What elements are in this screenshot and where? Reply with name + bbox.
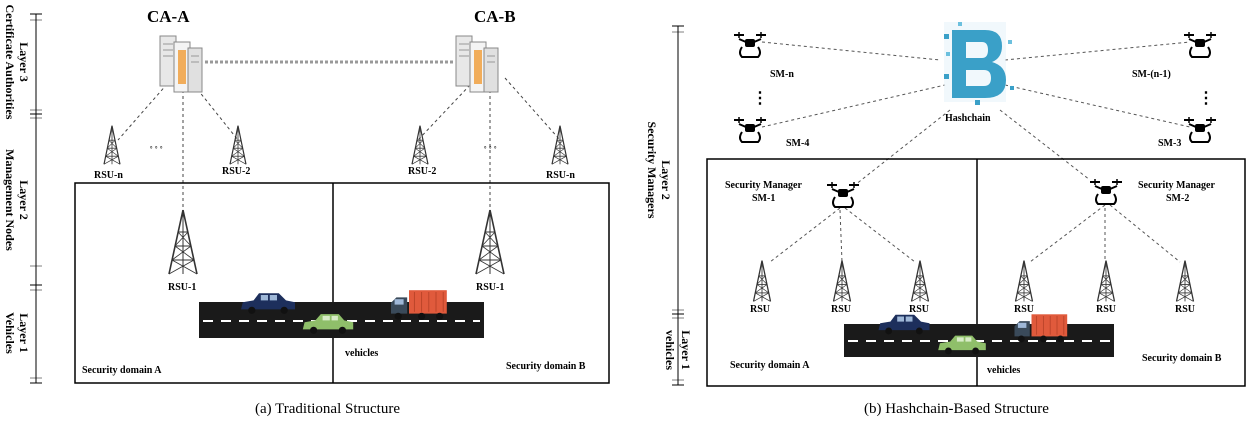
rsu-1-right-tower-icon: [475, 209, 505, 275]
caption-b: (b) Hashchain-Based Structure: [864, 401, 1049, 417]
drone-sm-n-icon: [733, 31, 767, 58]
rsu-b6-label: RSU: [1175, 304, 1195, 315]
caption-a: (a) Traditional Structure: [255, 401, 400, 417]
drone-sm-4-icon: [733, 116, 767, 143]
sm2-id: SM-2: [1166, 193, 1189, 204]
sm2-title: Security Manager: [1138, 180, 1215, 191]
layer2-title-b: Layer 2: [659, 160, 673, 199]
sm1-id: SM-1: [752, 193, 775, 204]
rsu-b5-label: RSU: [1096, 304, 1116, 315]
drone-sm-3-icon: [1183, 116, 1217, 143]
ca-b-label: CA-B: [474, 7, 516, 26]
rsu-n-left-tower-icon: [103, 125, 121, 165]
rsu-2-right-tower-icon: [411, 125, 429, 165]
domain-a-label-b: Security domain A: [730, 360, 810, 371]
dots-left-b: ⋮: [752, 90, 768, 107]
sm-n-label: SM-n: [770, 69, 794, 80]
sm1-title: Security Manager: [725, 180, 802, 191]
rsu-n-right-tower-icon: [551, 125, 569, 165]
rsu-2-right-label: RSU-2: [408, 166, 436, 177]
layer3-subtitle-a: Certificate Authorities: [3, 5, 17, 120]
layer1-subtitle-a: Vehicles: [3, 312, 17, 354]
truck-a-icon: [390, 289, 448, 321]
rsu-b4-tower-icon: [1014, 259, 1034, 303]
drone-sm-1-icon: [826, 181, 860, 208]
ca-b-server-icon: [455, 35, 499, 93]
rsu-b3-tower-icon: [910, 259, 930, 303]
vehicles-label-b: vehicles: [987, 365, 1020, 376]
sm-3-label: SM-3: [1158, 138, 1181, 149]
domain-b-label-b: Security domain B: [1142, 353, 1222, 364]
dots-left-a: ﾟﾟﾟ: [150, 146, 165, 158]
layer1-title-a: Layer 1: [17, 313, 31, 352]
rsu-1-right-label: RSU-1: [476, 282, 504, 293]
drone-sm-n1-icon: [1183, 31, 1217, 58]
rsu-b1-tower-icon: [752, 259, 772, 303]
domain-a-label-a: Security domain A: [82, 365, 162, 376]
layer1-title-b: Layer 1: [679, 330, 693, 369]
ca-a-server-icon: [159, 35, 203, 93]
sm-n1-label: SM-(n-1): [1132, 69, 1171, 80]
layer-axis-b: Layer 2 Security Managers Layer 1 vehicl…: [645, 25, 693, 386]
hashchain-label: Hashchain: [945, 113, 991, 124]
layer1-subtitle-b: vehicles: [663, 330, 677, 370]
rsu-b1-label: RSU: [750, 304, 770, 315]
rsu-2-left-label: RSU-2: [222, 166, 250, 177]
blockchain-icon: [944, 22, 1014, 105]
ca-a-label: CA-A: [147, 7, 190, 26]
rsu-b3-label: RSU: [909, 304, 929, 315]
rsu-b5-tower-icon: [1096, 259, 1116, 303]
panel-b: Layer 2 Security Managers Layer 1 vehicl…: [645, 22, 1246, 417]
layer2-title-a: Layer 2: [17, 180, 31, 219]
rsu-n-left-label: RSU-n: [94, 170, 123, 181]
truck-b-icon: [1014, 313, 1068, 343]
rsu-b2-tower-icon: [832, 259, 852, 303]
rsu-b2-label: RSU: [831, 304, 851, 315]
vehicles-label-a: vehicles: [345, 348, 378, 359]
drone-sm-2-icon: [1089, 178, 1123, 205]
rsu-b6-tower-icon: [1175, 259, 1195, 303]
layer2-subtitle-a: Management Nodes: [3, 149, 17, 251]
domain-b-label-a: Security domain B: [506, 361, 586, 372]
domain-box-b: [706, 158, 1246, 387]
domain-box-a: [74, 182, 610, 384]
panel-a: Layer 3 Certificate Authorities Layer 2 …: [3, 5, 610, 417]
rsu-1-left-label: RSU-1: [168, 282, 196, 293]
dots-right-a: ﾟﾟﾟ: [484, 146, 499, 158]
layer-axis-a: Layer 3 Certificate Authorities Layer 2 …: [3, 5, 42, 384]
rsu-b4-label: RSU: [1014, 304, 1034, 315]
layer3-title-a: Layer 3: [17, 42, 31, 81]
rsu-1-left-tower-icon: [168, 209, 198, 275]
rsu-n-right-label: RSU-n: [546, 170, 575, 181]
rsu-2-left-tower-icon: [229, 125, 247, 165]
layer2-subtitle-b: Security Managers: [645, 122, 659, 219]
dots-right-b: ⋮: [1198, 90, 1214, 107]
sm-4-label: SM-4: [786, 138, 809, 149]
